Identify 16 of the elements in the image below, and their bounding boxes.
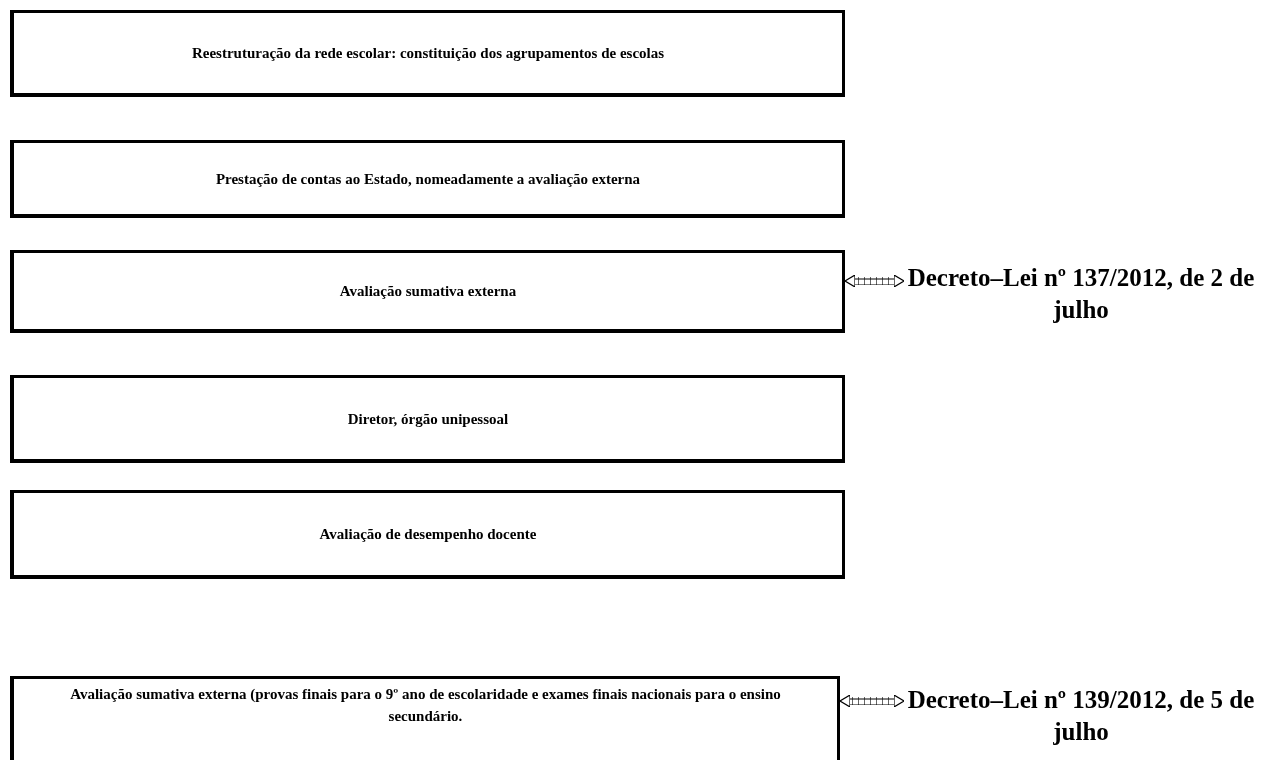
text-box [10, 250, 845, 333]
box-text: Avaliação de desempenho docente [319, 525, 537, 544]
text-box [10, 10, 845, 97]
text-box [10, 140, 845, 218]
box-text: Avaliação sumativa externa [339, 282, 517, 301]
double-arrow [839, 694, 905, 708]
text-box [10, 375, 845, 463]
law-reference: Decreto–Lei nº 139/2012, de 5 de julho [900, 684, 1262, 750]
box-text: Diretor, órgão unipessoal [347, 409, 509, 429]
law-reference: Decreto–Lei nº 137/2012, de 2 de julho [900, 262, 1262, 328]
text-box [10, 676, 840, 760]
box-text: Reestruturação da rede escolar: constituição dos agrupamentos de escolas [191, 44, 665, 63]
box-text: Avaliação sumativa externa (provas finais para o 9º ano de escolaridade e exames finais nacionais para o ensino secundário. [69, 685, 782, 726]
double-arrow [844, 274, 905, 288]
text-box [10, 490, 845, 579]
box-text: Prestação de contas ao Estado, nomeadamente a avaliação externa [215, 169, 641, 189]
